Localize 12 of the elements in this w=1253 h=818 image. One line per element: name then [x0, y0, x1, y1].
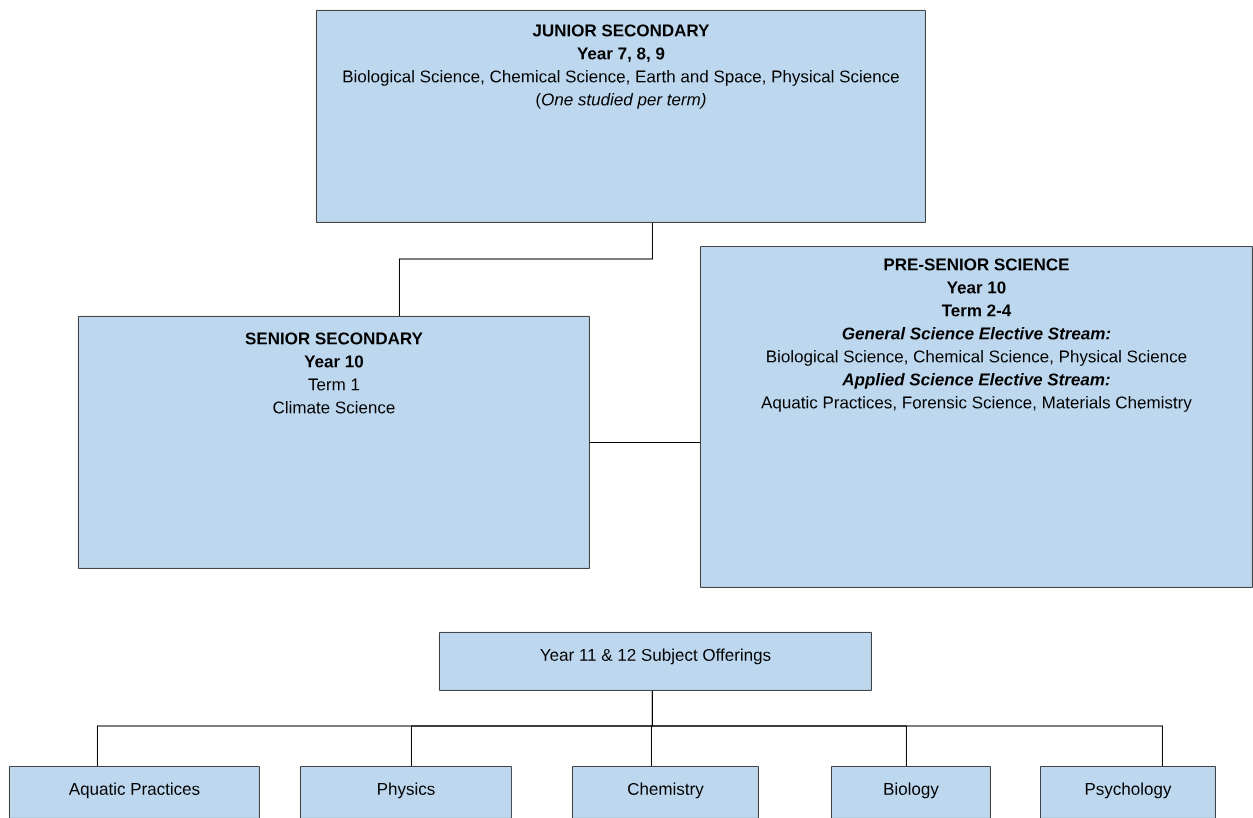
connector-line: [651, 690, 1163, 767]
box: Biology: [831, 766, 991, 818]
box: SENIOR SECONDARY Year 10 Term 1 Climate Science: [78, 316, 590, 569]
box: Physics: [300, 766, 512, 818]
box: Psychology: [1040, 766, 1216, 818]
box: JUNIOR SECONDARY Year 7, 8, 9 Biological Science, Chemical Science, Earth and Space, Physical Science (One studied per term): [316, 10, 926, 223]
box: Chemistry: [572, 766, 759, 818]
box: PRE-SENIOR SCIENCE Year 10 Term 2-4 General Science Elective Stream: Biological Science, Chemical Science, Physical Science Applied Science Elective Stream: Aquatic Practices, Forensic Science, Materials Chemistry: [700, 246, 1253, 588]
box: Aquatic Practices: [9, 766, 260, 818]
connector-line: [589, 441, 701, 443]
box: Year 11 & 12 Subject Offerings: [439, 632, 872, 691]
connector-line: [398, 222, 653, 317]
